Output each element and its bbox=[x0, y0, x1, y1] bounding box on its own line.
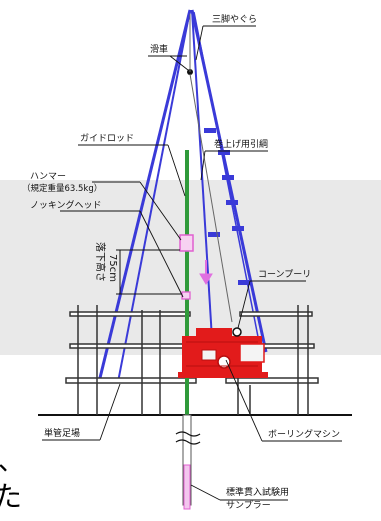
label-hammer-weight: （規定重量63.5kg） bbox=[22, 183, 102, 194]
label-hammer: ハンマー bbox=[30, 172, 66, 182]
margin-char: た bbox=[0, 480, 22, 513]
label-drop-height: 落下高さ bbox=[94, 242, 107, 282]
label-boring-machine: ボーリングマシン bbox=[268, 428, 340, 440]
guide-rod bbox=[185, 150, 189, 420]
label-sampler-line2: サンプラー bbox=[226, 500, 271, 511]
tripod bbox=[97, 9, 268, 383]
drop-height-dimension bbox=[116, 249, 182, 295]
winch-rope bbox=[189, 73, 233, 323]
sampler bbox=[183, 464, 191, 510]
label-scaffold: 単管足場 bbox=[44, 427, 80, 439]
label-pulley: 滑車 bbox=[150, 43, 168, 55]
label-cone-pulley: コーンプーリ bbox=[258, 269, 311, 280]
break-mark bbox=[175, 431, 201, 445]
leader-lines bbox=[42, 25, 342, 501]
label-guide-rod: ガイドロッド bbox=[80, 133, 134, 144]
label-knocking-head: ノッキングヘッド bbox=[30, 199, 102, 211]
label-winch-rope: 巻上げ用引綱 bbox=[214, 138, 268, 150]
label-drop-value: 75cm bbox=[107, 254, 118, 282]
knocking-head bbox=[181, 291, 191, 300]
margin-comma: 、 bbox=[0, 447, 24, 477]
label-tripod: 三脚やぐら bbox=[212, 14, 257, 25]
background-band bbox=[0, 180, 381, 355]
boring-machine bbox=[178, 328, 268, 378]
drop-arrow bbox=[199, 260, 213, 285]
cone-pulley bbox=[232, 327, 242, 337]
hammer bbox=[179, 234, 194, 252]
label-sampler-line1: 標準貫入試験用 bbox=[226, 486, 289, 498]
